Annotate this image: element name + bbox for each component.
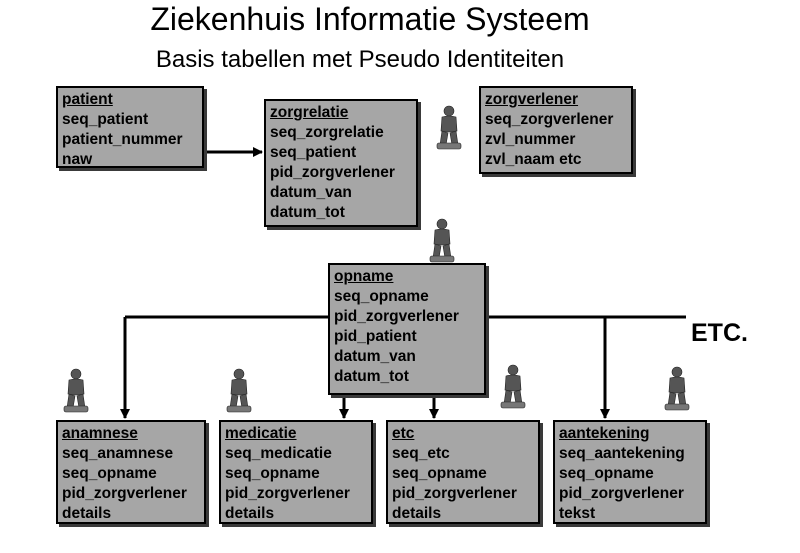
field: details xyxy=(392,505,442,522)
person-figure-icon xyxy=(226,368,252,413)
table-medicatie: medicatie seq_medicatie seq_opname pid_z… xyxy=(219,420,373,524)
field: pid_zorgverlener xyxy=(392,485,517,502)
person-figure-icon xyxy=(500,364,526,409)
table-anamnese: anamnese seq_anamnese seq_opname pid_zor… xyxy=(56,420,206,524)
field: naw xyxy=(62,151,93,168)
field: details xyxy=(225,505,275,522)
field: seq_opname xyxy=(559,465,654,482)
field: seq_aantekening xyxy=(559,445,685,462)
field: datum_van xyxy=(334,348,416,365)
field: pid_zorgverlener xyxy=(225,485,350,502)
diagram-title: Ziekenhuis Informatie Systeem xyxy=(150,1,590,37)
field: details xyxy=(62,505,112,522)
table-name: zorgrelatie xyxy=(270,104,349,121)
table-zorgverlener: zorgverlener seq_zorgverlener zvl_nummer… xyxy=(479,86,633,174)
field: seq_zorgverlener xyxy=(485,111,614,128)
table-zorgrelatie: zorgrelatie seq_zorgrelatie seq_patient … xyxy=(264,99,418,227)
field: seq_etc xyxy=(392,445,450,462)
field: datum_tot xyxy=(270,204,345,221)
table-name: opname xyxy=(334,268,394,285)
etc-label: ETC. xyxy=(691,319,748,347)
person-figure-icon xyxy=(436,105,462,150)
person-figure-icon xyxy=(664,366,690,411)
field: datum_tot xyxy=(334,368,409,385)
table-name: anamnese xyxy=(62,425,138,442)
table-name: patient xyxy=(62,91,113,108)
table-name: etc xyxy=(392,425,415,442)
field: seq_opname xyxy=(392,465,487,482)
field: seq_patient xyxy=(62,111,149,128)
field: seq_opname xyxy=(334,288,429,305)
field: seq_medicatie xyxy=(225,445,332,462)
table-etc: etc seq_etc seq_opname pid_zorgverlener … xyxy=(386,420,540,524)
field: zvl_nummer xyxy=(485,131,576,148)
table-name: medicatie xyxy=(225,425,297,442)
diagram-subtitle: Basis tabellen met Pseudo Identiteiten xyxy=(155,46,565,73)
field: seq_opname xyxy=(225,465,320,482)
table-name: zorgverlener xyxy=(485,91,579,108)
field: pid_zorgverlener xyxy=(559,485,684,502)
field: zvl_naam etc xyxy=(485,151,582,168)
field: seq_patient xyxy=(270,144,357,161)
table-patient: patient seq_patient patient_nummer naw xyxy=(56,86,204,168)
person-figure-icon xyxy=(63,368,89,413)
field: seq_zorgrelatie xyxy=(270,124,384,141)
field: patient_nummer xyxy=(62,131,183,148)
field: seq_anamnese xyxy=(62,445,174,462)
field: pid_patient xyxy=(334,328,417,345)
field: pid_zorgverlener xyxy=(334,308,459,325)
table-name: aantekening xyxy=(559,425,650,442)
table-opname: opname seq_opname pid_zorgverlener pid_p… xyxy=(328,263,486,395)
table-aantekening: aantekening seq_aantekening seq_opname p… xyxy=(553,420,707,524)
person-figure-icon xyxy=(429,218,455,263)
field: tekst xyxy=(559,505,596,522)
field: pid_zorgverlener xyxy=(62,485,187,502)
field: datum_van xyxy=(270,184,352,201)
field: seq_opname xyxy=(62,465,157,482)
field: pid_zorgverlener xyxy=(270,164,395,181)
